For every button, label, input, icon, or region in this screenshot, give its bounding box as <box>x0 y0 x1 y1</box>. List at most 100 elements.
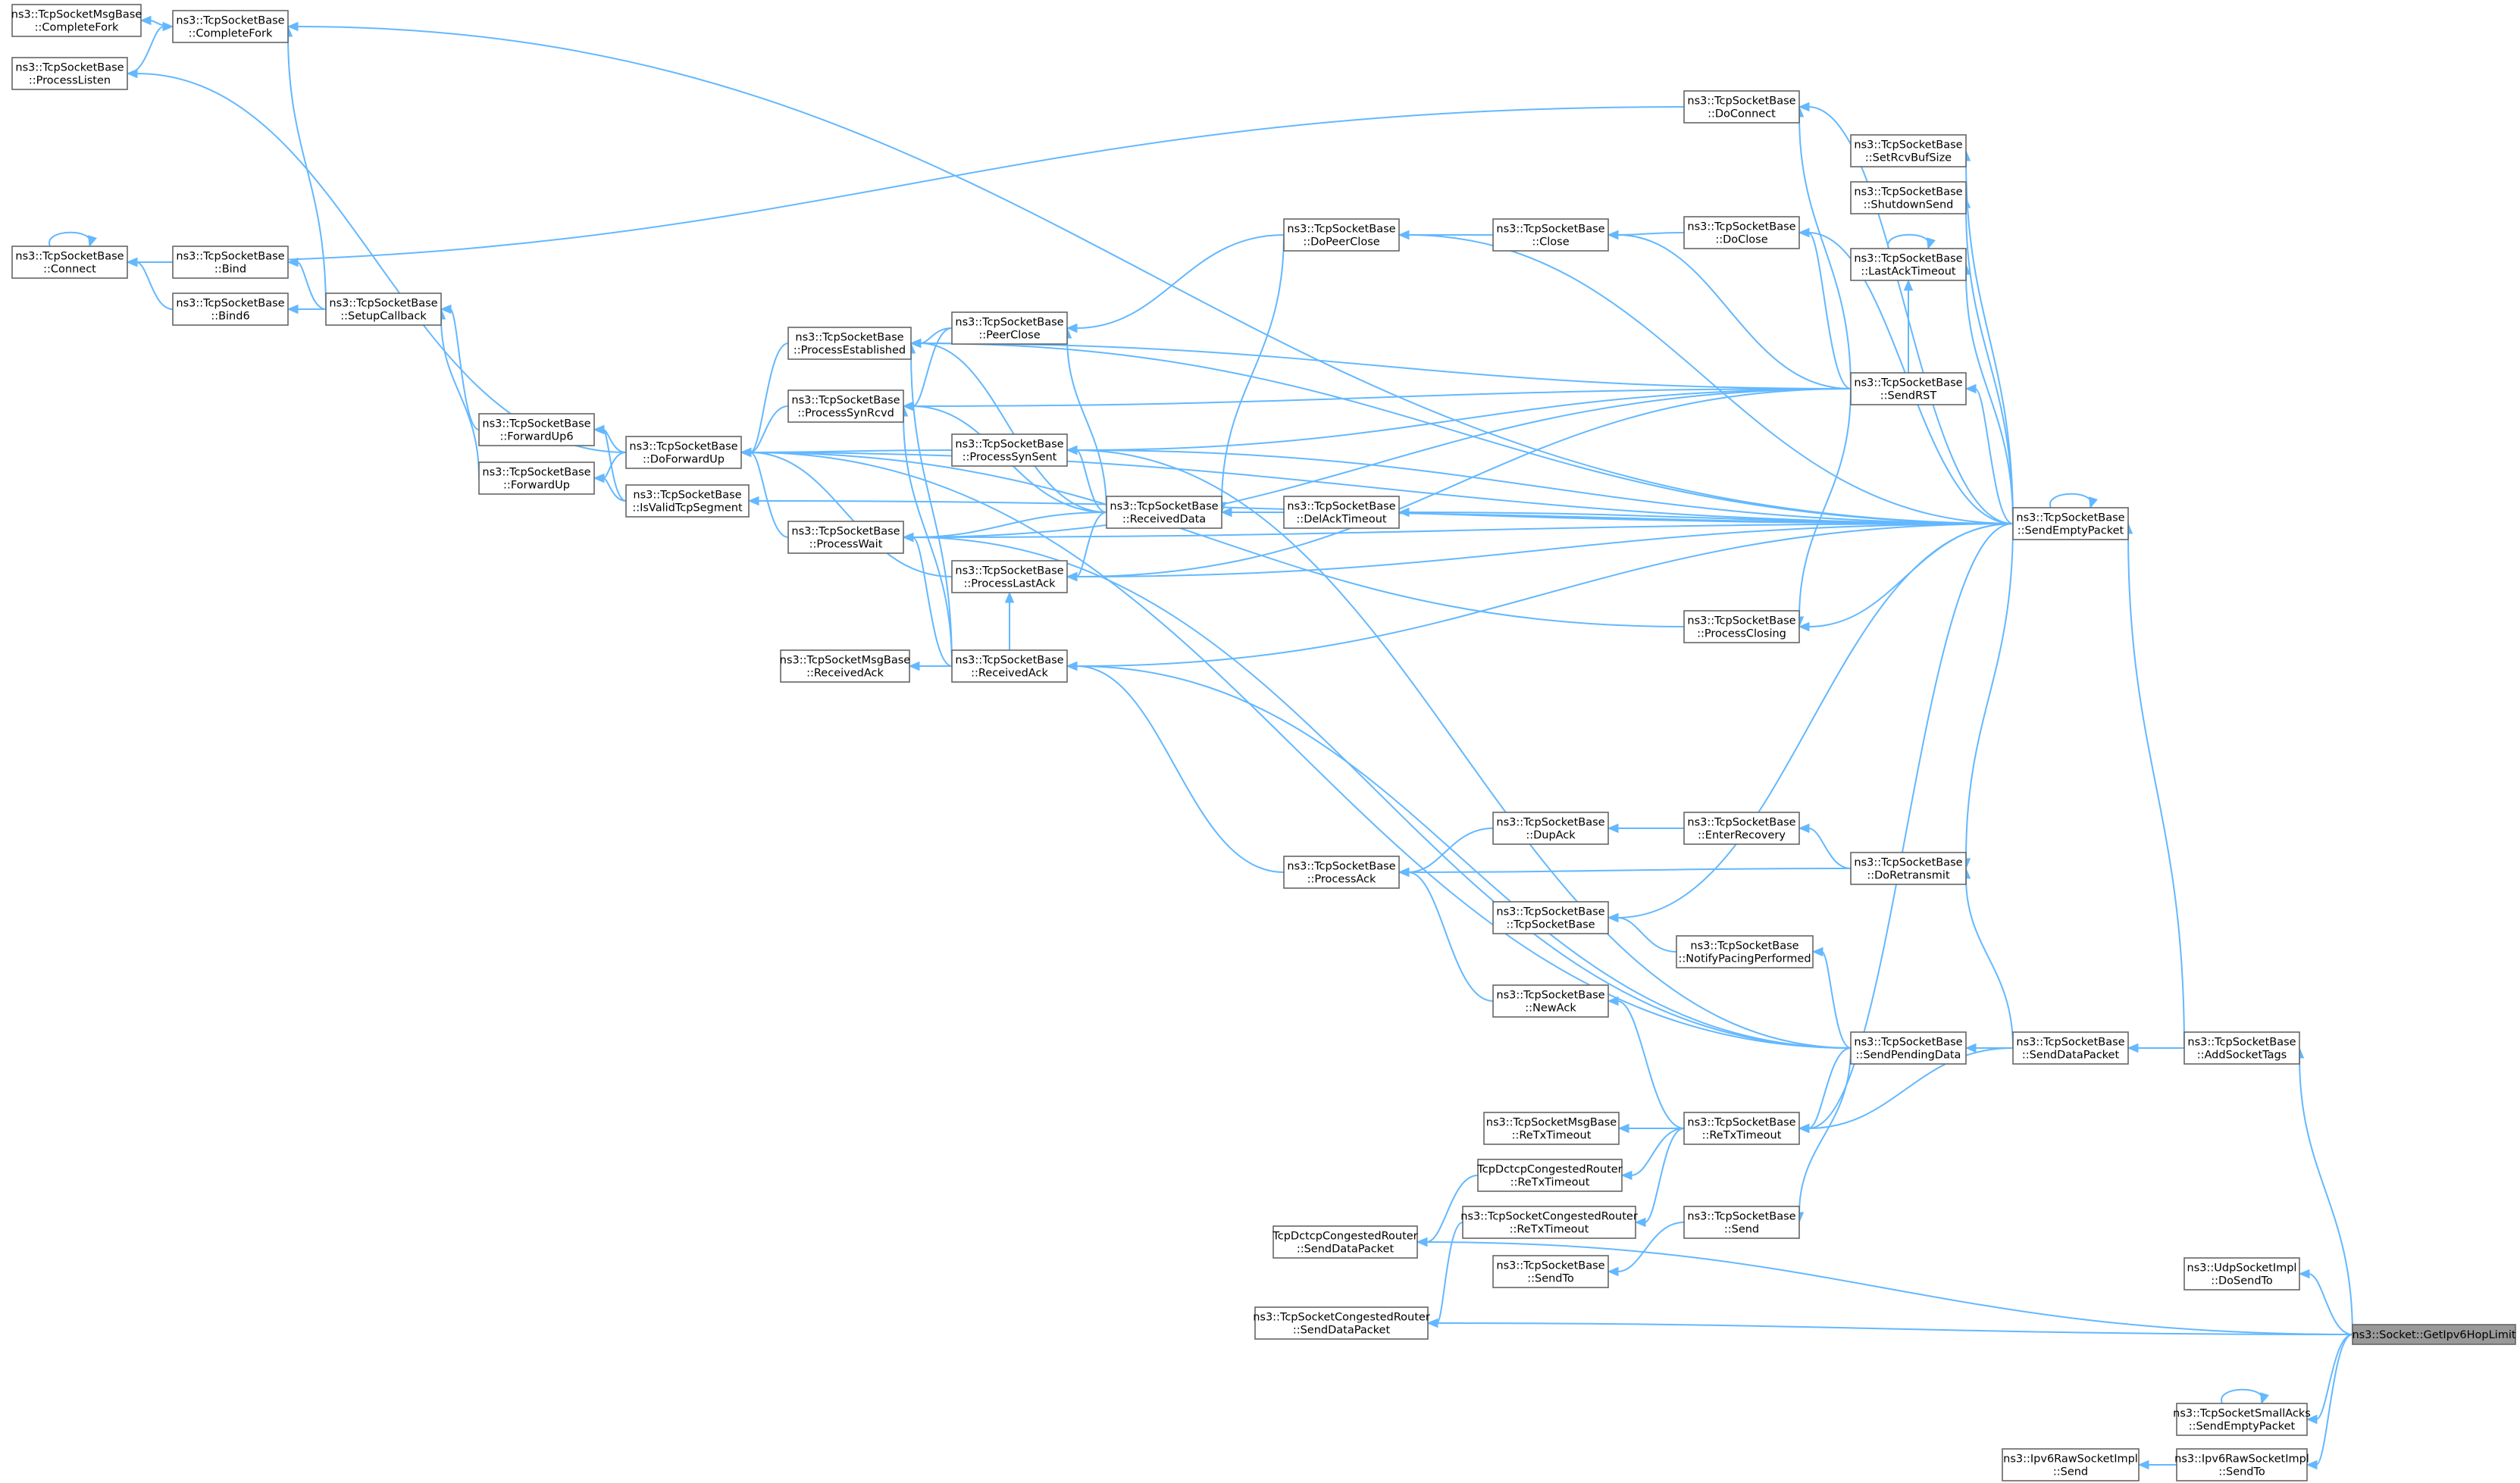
node-box <box>2176 1448 2308 1481</box>
node-sendDataPacket[interactable]: ns3::TcpSocketBase::SendDataPacket <box>2012 1031 2129 1065</box>
node-label: ::TcpSocketBase <box>1506 919 1595 931</box>
call-edge-send-calls-sendPendingData <box>1794 1047 1852 1224</box>
node-ipv6RawSend[interactable]: ns3::Ipv6RawSocketImpl::Send <box>2002 1448 2140 1481</box>
node-peerClose[interactable]: ns3::TcpSocketBase::PeerClose <box>951 311 1068 345</box>
node-forwardUp[interactable]: ns3::TcpSocketBase::ForwardUp <box>478 461 595 495</box>
node-setRcvBufSize[interactable]: ns3::TcpSocketBase::SetRcvBufSize <box>1850 134 1967 167</box>
node-congSendDataPacket[interactable]: ns3::TcpSocketCongestedRouter::SendDataP… <box>1253 1306 1430 1340</box>
node-box <box>1683 90 1800 124</box>
node-ctor[interactable]: ns3::TcpSocketBase::TcpSocketBase <box>1492 901 1609 934</box>
node-label: ::DoClose <box>1715 234 1767 246</box>
call-edge-processEstablished-calls-sendEmptyPacket <box>909 338 2014 524</box>
node-label: ns3::TcpSocketBase <box>1287 224 1395 236</box>
node-forwardUp6[interactable]: ns3::TcpSocketBase::ForwardUp6 <box>478 413 595 446</box>
node-box <box>11 57 128 90</box>
call-edge-connect-calls-doConnect <box>126 106 1685 268</box>
node-lastAckTimeout[interactable]: ns3::TcpSocketBase::LastAckTimeout <box>1850 248 1967 281</box>
node-processListen[interactable]: ns3::TcpSocketBase::ProcessListen <box>11 57 128 90</box>
call-edge-processClosing-calls-sendRST <box>1794 388 1852 628</box>
node-msgReceivedAck[interactable]: ns3::TcpSocketMsgBase::ReceivedAck <box>780 649 911 683</box>
node-label: ::EnterRecovery <box>1698 830 1786 842</box>
node-box <box>951 649 1068 683</box>
call-edge-forwardUp-calls-isValidTcpSegment <box>593 473 627 502</box>
node-bind[interactable]: ns3::TcpSocketBase::Bind <box>172 246 289 279</box>
node-doRetransmit[interactable]: ns3::TcpSocketBase::DoRetransmit <box>1850 852 1967 885</box>
node-box <box>1492 984 1609 1018</box>
node-label: ns3::TcpSocketBase <box>1110 501 1218 513</box>
node-label: TcpDctcpCongestedRouter <box>1476 1164 1622 1176</box>
call-edge-doForwardUp-calls-processClosing <box>740 447 1685 627</box>
node-send[interactable]: ns3::TcpSocketBase::Send <box>1683 1206 1800 1239</box>
node-bind6[interactable]: ns3::TcpSocketBase::Bind6 <box>172 293 289 326</box>
node-label: ns3::TcpSocketMsgBase <box>780 655 911 667</box>
node-dctcpReTxTimeout[interactable]: TcpDctcpCongestedRouter::ReTxTimeout <box>1476 1159 1623 1192</box>
node-label: ::ProcessWait <box>809 539 883 551</box>
node-newAck[interactable]: ns3::TcpSocketBase::NewAck <box>1492 984 1609 1018</box>
node-connect[interactable]: ns3::TcpSocketBase::Connect <box>11 246 128 279</box>
node-close[interactable]: ns3::TcpSocketBase::Close <box>1492 218 1609 252</box>
node-msgCompleteFork[interactable]: ns3::TcpSocketMsgBase::CompleteFork <box>11 4 142 37</box>
call-edge-lastAckTimeout-calls-sendEmptyPacket <box>1961 263 2014 524</box>
node-reTxTimeout[interactable]: ns3::TcpSocketBase::ReTxTimeout <box>1683 1112 1800 1145</box>
node-isValidTcpSegment[interactable]: ns3::TcpSocketBase::IsValidTcpSegment <box>625 484 750 518</box>
node-delAckTimeout[interactable]: ns3::TcpSocketBase::DelAckTimeout <box>1283 496 1400 529</box>
node-doClose[interactable]: ns3::TcpSocketBase::DoClose <box>1683 216 1800 249</box>
node-label: ns3::TcpSocketBase <box>2187 1037 2296 1049</box>
node-processEstablished[interactable]: ns3::TcpSocketBase::ProcessEstablished <box>787 327 912 360</box>
node-smallAcksSendEmpty[interactable]: ns3::TcpSocketSmallAcks::SendEmptyPacket <box>2173 1403 2311 1436</box>
node-setupCallback[interactable]: ns3::TcpSocketBase::SetupCallback <box>325 293 442 326</box>
node-processAck[interactable]: ns3::TcpSocketBase::ProcessAck <box>1283 856 1400 889</box>
node-processClosing[interactable]: ns3::TcpSocketBase::ProcessClosing <box>1683 610 1800 643</box>
node-addSocketTags[interactable]: ns3::TcpSocketBase::AddSocketTags <box>2183 1031 2300 1065</box>
call-edge-receivedAck-calls-processAck <box>1066 661 1285 873</box>
node-sendEmptyPacket[interactable]: ns3::TcpSocketBase::SendEmptyPacket <box>2012 507 2129 540</box>
node-msgReTxTimeout[interactable]: ns3::TcpSocketMsgBase::ReTxTimeout <box>1483 1112 1620 1145</box>
call-edge-addSocketTags-calls-getIpv6HopLimit <box>2294 1047 2353 1335</box>
node-sendPendingData[interactable]: ns3::TcpSocketBase::SendPendingData <box>1850 1031 1967 1065</box>
node-getIpv6HopLimit[interactable]: ns3::Socket::GetIpv6HopLimit <box>2352 1324 2516 1345</box>
node-processWait[interactable]: ns3::TcpSocketBase::ProcessWait <box>787 521 904 554</box>
node-doForwardUp[interactable]: ns3::TcpSocketBase::DoForwardUp <box>625 436 742 469</box>
node-label: ns3::TcpSocketBase <box>791 526 900 538</box>
call-edge-enterRecovery-calls-doRetransmit <box>1798 823 1852 869</box>
node-completeFork[interactable]: ns3::TcpSocketBase::CompleteFork <box>172 10 289 43</box>
node-label: ::SendTo <box>1527 1273 1574 1285</box>
node-label: ::ShutdownSend <box>1864 199 1954 211</box>
node-notifyPacing[interactable]: ns3::TcpSocketBase::NotifyPacingPerforme… <box>1676 935 1814 968</box>
call-edge-doRetransmit-calls-sendDataPacket <box>1961 867 2014 1049</box>
node-doPeerClose[interactable]: ns3::TcpSocketBase::DoPeerClose <box>1283 218 1400 252</box>
call-edge-receivedAck-calls-sendPendingData <box>1066 661 1852 1049</box>
node-doConnect[interactable]: ns3::TcpSocketBase::DoConnect <box>1683 90 1800 124</box>
node-dupAck[interactable]: ns3::TcpSocketBase::DupAck <box>1492 812 1609 845</box>
node-label: ns3::TcpSocketBase <box>1496 906 1604 918</box>
node-label: ns3::TcpSocketBase <box>955 565 1063 577</box>
call-edge-completeFork-calls-sendEmptyPacket <box>286 21 2014 524</box>
node-label: ::ForwardUp <box>503 480 570 492</box>
node-sendTo[interactable]: ns3::TcpSocketBase::SendTo <box>1492 1255 1609 1288</box>
node-box <box>11 4 142 37</box>
node-box <box>325 293 442 326</box>
node-processLastAck[interactable]: ns3::TcpSocketBase::ProcessLastAck <box>951 560 1068 593</box>
node-receivedAck[interactable]: ns3::TcpSocketBase::ReceivedAck <box>951 649 1068 683</box>
node-box <box>1683 216 1800 249</box>
node-label: ns3::TcpSocketBase <box>1854 139 1962 152</box>
node-receivedData[interactable]: ns3::TcpSocketBase::ReceivedData <box>1106 496 1222 529</box>
node-shutdownSend[interactable]: ns3::TcpSocketBase::ShutdownSend <box>1850 181 1967 214</box>
node-ipv6RawSendTo[interactable]: ns3::Ipv6RawSocketImpl::SendTo <box>2174 1448 2309 1481</box>
call-edge-sendRST-calls-sendEmptyPacket <box>1964 383 2014 524</box>
node-enterRecovery[interactable]: ns3::TcpSocketBase::EnterRecovery <box>1683 812 1800 845</box>
node-congReTxTimeout[interactable]: ns3::TcpSocketCongestedRouter::ReTxTimeo… <box>1460 1206 1638 1239</box>
node-box <box>11 246 128 279</box>
node-box <box>2002 1448 2140 1481</box>
node-box <box>1492 218 1609 252</box>
node-box <box>1106 496 1222 529</box>
call-edge-doRetransmit-calls-sendEmptyPacket <box>1961 523 2014 870</box>
node-label: ns3::TcpSocketBase <box>1687 95 1795 108</box>
node-udpDoSendTo[interactable]: ns3::UdpSocketImpl::DoSendTo <box>2183 1257 2300 1291</box>
node-dctcpSendDataPacket[interactable]: TcpDctcpCongestedRouter::SendDataPacket <box>1272 1225 1418 1259</box>
node-processSynSent[interactable]: ns3::TcpSocketBase::ProcessSynSent <box>951 433 1068 467</box>
node-label: ::AddSocketTags <box>2197 1050 2287 1062</box>
node-processSynRcvd[interactable]: ns3::TcpSocketBase::ProcessSynRcvd <box>787 390 904 423</box>
node-label: ::ForwardUp6 <box>499 431 573 443</box>
node-sendRST[interactable]: ns3::TcpSocketBase::SendRST <box>1850 372 1967 405</box>
